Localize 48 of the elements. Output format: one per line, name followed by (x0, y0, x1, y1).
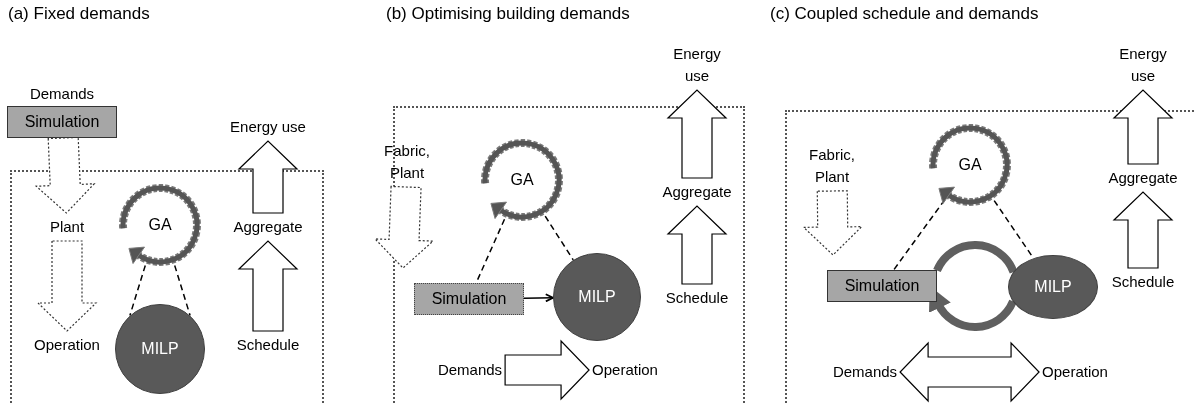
block-arrow (36, 240, 98, 332)
node-label: Energy use (1111, 43, 1175, 87)
loop-ring (479, 137, 565, 223)
node-label: Operation (592, 359, 658, 381)
node-label: Fabric, Plant (802, 144, 862, 188)
node-label: Aggregate (233, 216, 303, 238)
node-label: Fabric, Plant (377, 140, 437, 184)
loop-ring (117, 182, 203, 268)
block-arrow (504, 339, 590, 401)
node-label: Schedule (665, 287, 729, 309)
node-label: Aggregate (662, 181, 732, 203)
block-arrow (373, 185, 435, 269)
block-arrow (1112, 191, 1174, 269)
node-label: GA (510, 171, 534, 189)
node-label: Operation (34, 334, 100, 356)
node-label: GA (958, 156, 982, 174)
node-label: Energy use (665, 43, 729, 87)
process-ellipse: MILP (1008, 255, 1098, 319)
block-arrow (237, 140, 299, 214)
node-label: Demands (832, 361, 898, 383)
node-label: GA (148, 216, 172, 234)
process-box: Simulation (827, 270, 937, 302)
panel-title: (c) Coupled schedule and demands (770, 4, 1039, 24)
node-label: Demands (437, 359, 503, 381)
process-box: Simulation (414, 283, 524, 315)
process-box: Simulation (7, 106, 117, 138)
arrow (523, 293, 554, 303)
process-circle: MILP (115, 304, 205, 394)
node-label: Operation (1042, 361, 1108, 383)
node-label: Energy use (230, 116, 306, 138)
node-label: Aggregate (1108, 167, 1178, 189)
block-arrow (237, 240, 299, 332)
block-arrow (1112, 89, 1174, 165)
block-arrow (899, 341, 1040, 403)
process-circle: MILP (553, 253, 641, 341)
block-arrow (666, 205, 728, 285)
dashed-line (544, 215, 574, 261)
loop-ring (927, 122, 1013, 208)
panel-title: (b) Optimising building demands (386, 4, 630, 24)
block-arrow (34, 136, 96, 214)
node-label: Plant (49, 216, 85, 238)
node-label: Schedule (1111, 271, 1175, 293)
panel-title: (a) Fixed demands (8, 4, 150, 24)
node-label: Schedule (236, 334, 300, 356)
block-arrow (802, 190, 864, 256)
block-arrow (666, 89, 728, 179)
dashed-line (129, 264, 191, 317)
heading-label: Demands (29, 84, 95, 104)
